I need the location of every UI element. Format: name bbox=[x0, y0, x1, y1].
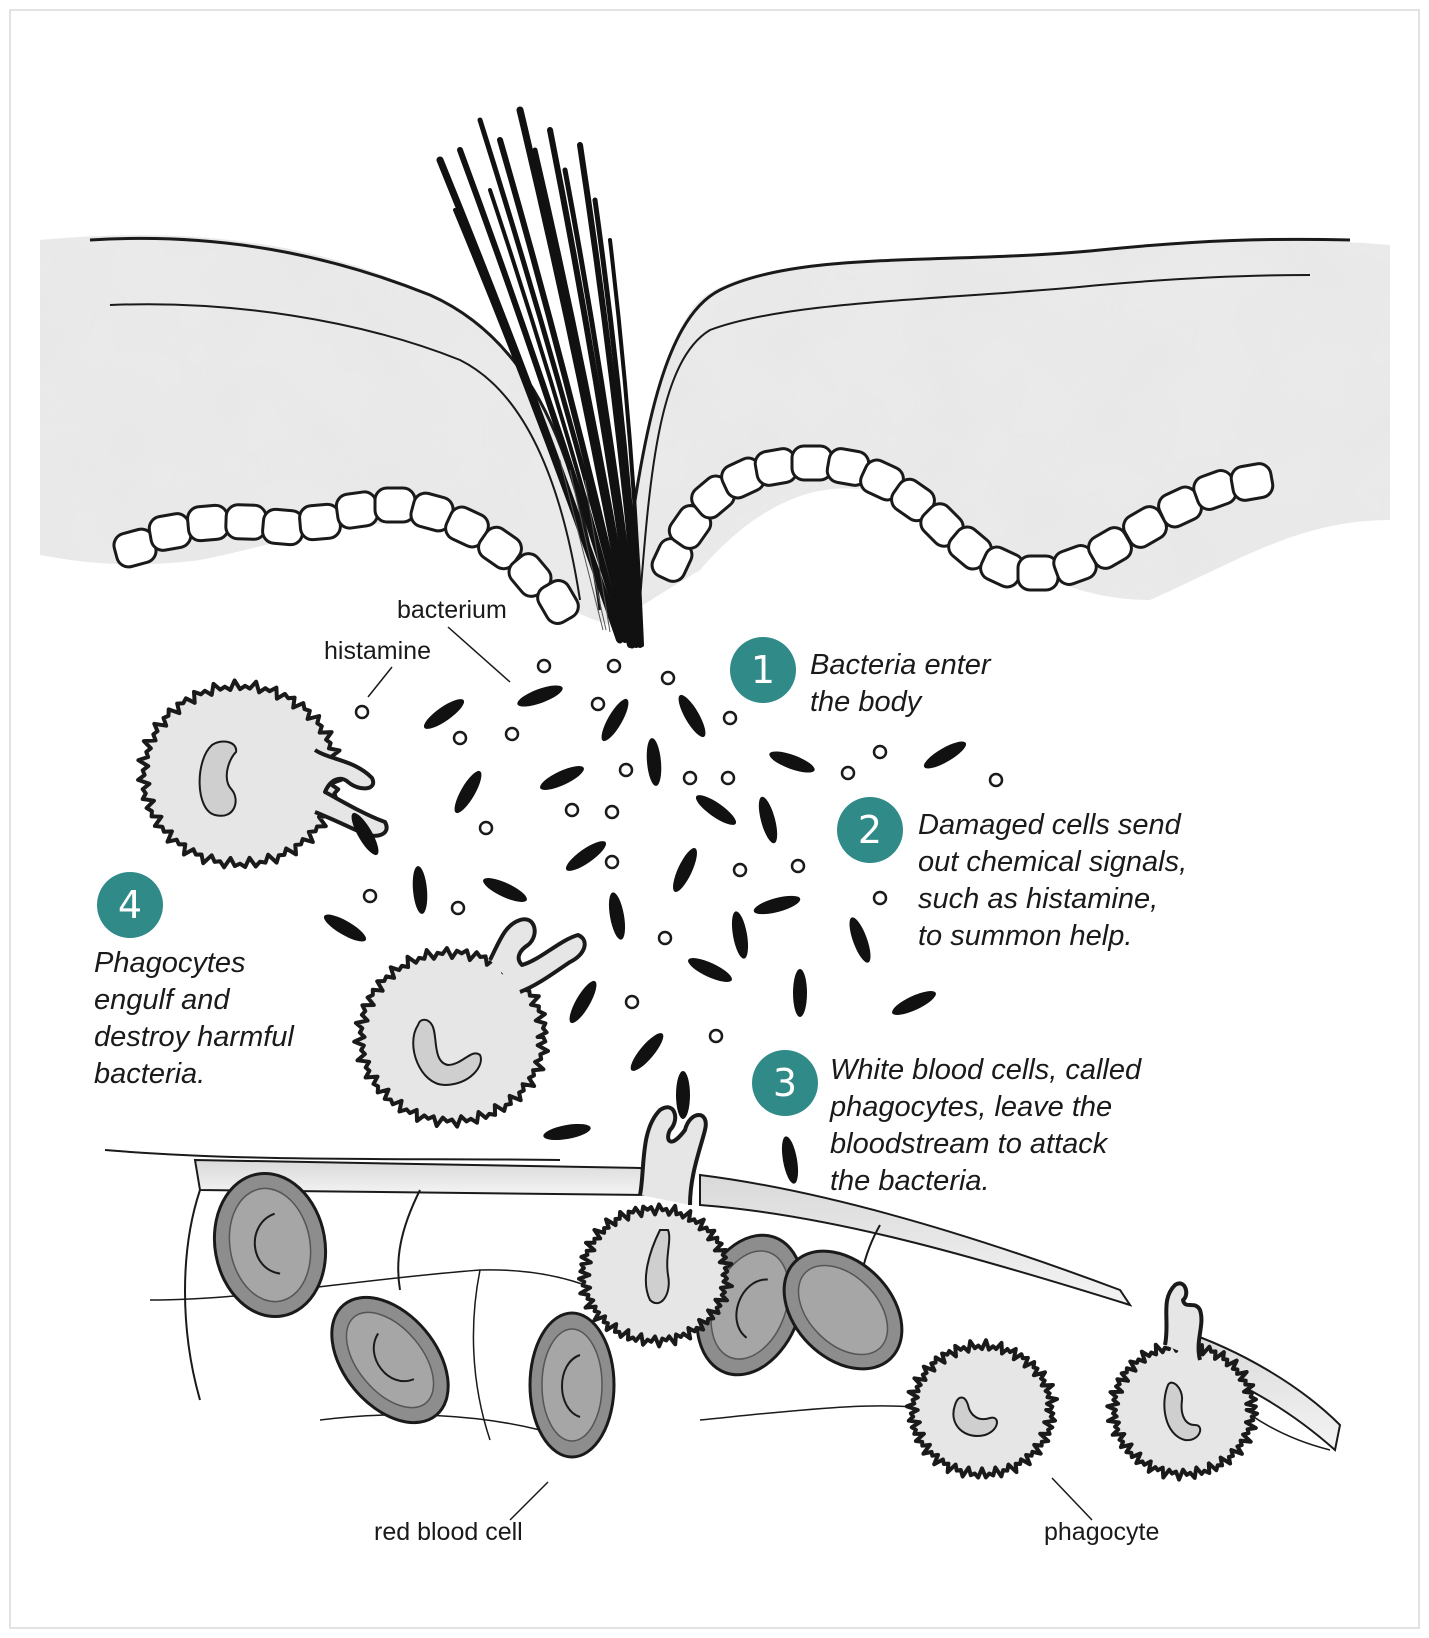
basal-cell bbox=[375, 488, 415, 522]
bacterium bbox=[420, 695, 467, 734]
histamine-molecule bbox=[480, 822, 492, 834]
bacterium bbox=[921, 737, 970, 773]
histamine-molecule bbox=[606, 856, 618, 868]
step-1-badge: 1 bbox=[730, 637, 796, 703]
bacterium bbox=[626, 1029, 668, 1075]
histamine-molecule bbox=[990, 774, 1002, 786]
bacterium bbox=[779, 1135, 801, 1185]
histamine-molecule bbox=[874, 892, 886, 904]
bacterium bbox=[411, 865, 429, 914]
histamine-molecule bbox=[566, 804, 578, 816]
histamine-pointer bbox=[368, 667, 392, 697]
bacterium bbox=[480, 874, 529, 907]
phagocyte-label: phagocyte bbox=[1044, 1518, 1159, 1547]
step-2-line: to summon help. bbox=[918, 918, 1187, 955]
bacterium bbox=[562, 837, 609, 876]
histamine-molecule bbox=[538, 660, 550, 672]
basal-cell bbox=[335, 490, 379, 529]
step-4-line: bacteria. bbox=[94, 1056, 294, 1093]
basal-cell bbox=[225, 504, 266, 539]
basal-cell bbox=[187, 504, 230, 541]
step-4-text: Phagocytes engulf and destroy harmful ba… bbox=[94, 945, 294, 1093]
bacterium bbox=[767, 747, 817, 777]
histamine-molecule bbox=[792, 860, 804, 872]
bacterium bbox=[537, 762, 586, 795]
bacterium bbox=[674, 692, 710, 741]
phagocyte bbox=[138, 680, 342, 867]
bacterium bbox=[669, 845, 702, 894]
histamine-molecule bbox=[842, 767, 854, 779]
basal-cell bbox=[299, 503, 342, 540]
histamine-molecule bbox=[606, 806, 618, 818]
histamine-molecule bbox=[710, 1030, 722, 1042]
histamine-molecule bbox=[722, 772, 734, 784]
bacterium bbox=[845, 915, 875, 965]
step-2-badge: 2 bbox=[837, 797, 903, 863]
step-4-line: Phagocytes bbox=[94, 945, 294, 982]
bacterium-pointer bbox=[448, 627, 510, 682]
histamine-molecule bbox=[356, 706, 368, 718]
histamine-molecule bbox=[724, 712, 736, 724]
step-3-line: bloodstream to attack bbox=[830, 1126, 1141, 1163]
histamine-molecule bbox=[506, 728, 518, 740]
step-4-line: engulf and bbox=[94, 982, 294, 1019]
basal-cell bbox=[1229, 462, 1274, 502]
step-3-badge: 3 bbox=[752, 1050, 818, 1116]
bacterium bbox=[676, 1071, 690, 1119]
red-blood-cell-label: red blood cell bbox=[374, 1518, 523, 1547]
histamine-molecule bbox=[626, 996, 638, 1008]
histamine-molecule bbox=[662, 672, 674, 684]
basal-cell bbox=[147, 512, 192, 552]
bacterium bbox=[755, 795, 781, 845]
histamine-label: histamine bbox=[324, 637, 431, 666]
phagocyte-membrane bbox=[138, 680, 342, 867]
bacterium bbox=[565, 978, 601, 1027]
bacterium bbox=[542, 1121, 592, 1143]
bacterium bbox=[321, 910, 370, 946]
step-2-line: such as histamine, bbox=[918, 881, 1187, 918]
histamine-molecule bbox=[454, 732, 466, 744]
histamine-molecule bbox=[452, 902, 464, 914]
bacterium-label: bacterium bbox=[397, 596, 507, 625]
histamine-molecule bbox=[608, 660, 620, 672]
step-3-line: the bacteria. bbox=[830, 1163, 1141, 1200]
step-1-text: Bacteria enter the body bbox=[810, 647, 991, 721]
bacterium bbox=[606, 891, 628, 941]
bacterium bbox=[645, 737, 663, 786]
histamine-molecule bbox=[592, 698, 604, 710]
step-3-line: phagocytes, leave the bbox=[830, 1089, 1141, 1126]
bacterium bbox=[889, 987, 938, 1020]
bacterium bbox=[515, 681, 565, 711]
bacterium bbox=[692, 791, 739, 830]
histamine-molecule bbox=[874, 746, 886, 758]
histamine-molecule bbox=[734, 864, 746, 876]
bacterium bbox=[450, 768, 486, 817]
histamine-molecule bbox=[620, 764, 632, 776]
basal-cell bbox=[1018, 556, 1058, 590]
histamine-molecule bbox=[659, 932, 671, 944]
bacterium bbox=[685, 954, 734, 987]
step-2-line: Damaged cells send bbox=[918, 807, 1187, 844]
step-4-badge: 4 bbox=[97, 872, 163, 938]
bacterium bbox=[752, 892, 802, 918]
bacterium bbox=[729, 910, 751, 960]
basal-cell bbox=[792, 446, 832, 480]
step-2-text: Damaged cells send out chemical signals,… bbox=[918, 807, 1187, 955]
red-blood-cell bbox=[530, 1313, 614, 1457]
step-2-line: out chemical signals, bbox=[918, 844, 1187, 881]
step-3-text: White blood cells, called phagocytes, le… bbox=[830, 1052, 1141, 1200]
skin-layer bbox=[40, 235, 1390, 625]
step-1-line: the body bbox=[810, 684, 991, 721]
basal-cell bbox=[262, 508, 305, 545]
step-3-line: White blood cells, called bbox=[830, 1052, 1141, 1089]
bacterium bbox=[793, 969, 807, 1017]
step-4-line: destroy harmful bbox=[94, 1019, 294, 1056]
histamine-molecule bbox=[364, 890, 376, 902]
step-1-line: Bacteria enter bbox=[810, 647, 991, 684]
histamine-molecule bbox=[684, 772, 696, 784]
